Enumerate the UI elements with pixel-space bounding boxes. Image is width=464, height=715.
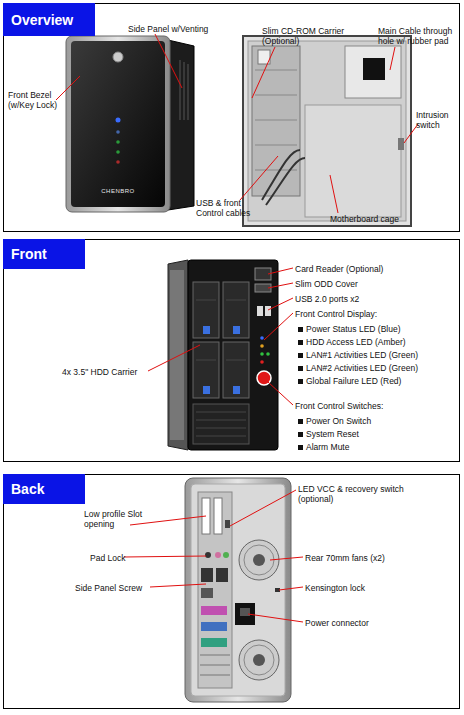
callout-label: Front Control Switches: <box>295 401 445 411</box>
callout-label: Rear 70mm fans (x2) <box>305 553 425 563</box>
panel-frame <box>4 475 460 709</box>
leader-line <box>124 490 303 622</box>
list-bullet <box>298 366 303 371</box>
callout-label: Alarm Mute <box>306 442 446 452</box>
callout-label: Low profile Slot opening <box>84 509 154 529</box>
callout-label: Power On Switch <box>306 416 446 426</box>
panel-frame <box>4 4 460 232</box>
leader-line <box>148 268 293 405</box>
list-bullet <box>298 419 303 424</box>
callout-label: Power connector <box>305 618 425 628</box>
callout-label: Slim CD-ROM Carrier (Optional) <box>262 26 347 46</box>
callout-label: System Reset <box>306 429 446 439</box>
open-chassis-illustration <box>243 36 411 226</box>
callout-label: LED VCC & recovery switch (optional) <box>298 484 408 504</box>
callout-label: Card Reader (Optional) <box>295 264 445 274</box>
section-title: Overview <box>11 12 73 28</box>
callout-label: Power Status LED (Blue) <box>306 324 446 334</box>
front-illustration <box>168 260 278 450</box>
section-header: Back <box>3 474 85 504</box>
back-illustration <box>185 478 291 702</box>
callout-label: Slim ODD Cover <box>295 279 445 289</box>
callout-label: Side Panel Screw <box>75 583 155 593</box>
section-header: Overview <box>3 3 95 36</box>
callout-label: Motherboard cage <box>330 214 430 224</box>
section-header: Front <box>3 239 85 269</box>
list-bullet <box>298 379 303 384</box>
callout-label: Main Cable through hole w/ rubber pad <box>378 26 460 46</box>
callout-label: Kensington lock <box>305 583 425 593</box>
callout-label: LAN#1 Activities LED (Green) <box>306 350 446 360</box>
callout-label: USB 2.0 ports x2 <box>295 294 445 304</box>
callout-label: LAN#2 Activities LED (Green) <box>306 363 446 373</box>
panel-frame <box>4 240 460 462</box>
brand-logo: CHENBRO <box>93 186 143 196</box>
list-bullet <box>298 340 303 345</box>
callout-label: Global Failure LED (Red) <box>306 376 446 386</box>
list-bullet <box>298 353 303 358</box>
callout-label: Side Panel w/Venting <box>128 24 238 34</box>
callout-label: Pad Lock <box>90 553 150 563</box>
callout-label: Intrusion switch <box>416 110 460 130</box>
tower-illustration <box>66 36 194 212</box>
leader-line <box>56 34 418 213</box>
list-bullet <box>298 327 303 332</box>
list-bullet <box>298 432 303 437</box>
callout-label: USB & front Control cables <box>196 198 266 218</box>
section-title: Front <box>11 246 47 262</box>
callout-label: 4x 3.5" HDD Carrier <box>62 367 162 377</box>
callout-label: HDD Access LED (Amber) <box>306 337 446 347</box>
list-bullet <box>298 445 303 450</box>
section-title: Back <box>11 481 44 497</box>
callout-label: Front Control Display: <box>295 309 445 319</box>
callout-label: Front Bezel (w/Key Lock) <box>8 90 63 110</box>
